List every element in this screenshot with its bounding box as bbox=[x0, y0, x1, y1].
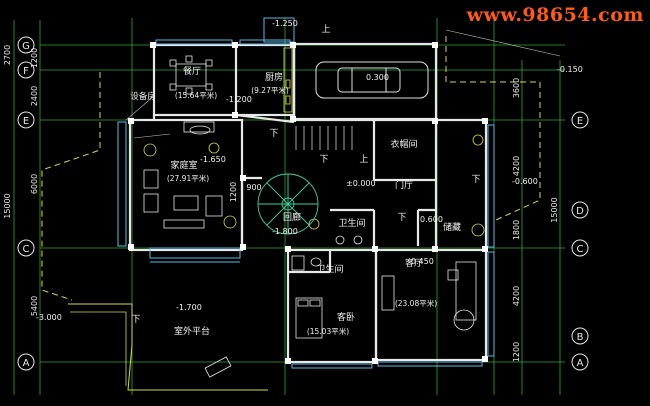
dim-900: 900 bbox=[246, 183, 261, 192]
grid-label-left-4: A bbox=[23, 358, 30, 369]
elev-center: ±0.000 bbox=[346, 179, 376, 188]
elev-corridor: -1.800 bbox=[272, 227, 298, 236]
dim-left-0: 2700 bbox=[3, 45, 12, 65]
mark-down-center: 下 bbox=[319, 155, 328, 165]
spiral-stair-icon bbox=[257, 173, 319, 235]
lamp-icon bbox=[189, 125, 211, 135]
dim-left-3: 6000 bbox=[30, 174, 39, 194]
mark-down-terrace: 下 bbox=[131, 315, 140, 325]
dim-1200: 1200 bbox=[229, 182, 238, 202]
room-corridor-name: 回廊 bbox=[283, 211, 301, 223]
room-dining-area: (15.64平米) bbox=[175, 90, 217, 100]
room-living-name: 客厅 bbox=[405, 257, 423, 269]
watermark: www.98654.com bbox=[466, 4, 644, 26]
mark-down-right: 下 bbox=[471, 175, 480, 185]
grid-bubbles-right bbox=[571, 111, 589, 371]
grid-label-right-4: A bbox=[577, 358, 584, 369]
room-family-area: (27.91平米) bbox=[167, 173, 209, 183]
room-dining-name: 餐厅 bbox=[183, 65, 201, 77]
mark-up-top: 上 bbox=[321, 24, 330, 35]
elev-living: -0.450 bbox=[408, 257, 434, 266]
room-family-name: 家庭室 bbox=[170, 159, 197, 171]
dim-left-1: 1200 bbox=[30, 48, 39, 68]
room-cloak-name: 衣帽间 bbox=[390, 138, 417, 150]
dim-right-total: 15000 bbox=[550, 197, 559, 222]
elev-dining-side: -1.200 bbox=[226, 95, 252, 104]
elev-right-top: -0.150 bbox=[557, 65, 583, 74]
elev-family: -1.650 bbox=[200, 155, 226, 164]
lounger-icon bbox=[204, 356, 232, 378]
dim-right-0: 3600 bbox=[512, 78, 521, 98]
terrace-rail bbox=[70, 311, 127, 386]
dim-left-4: 5400 bbox=[30, 296, 39, 316]
stair-icon bbox=[295, 126, 353, 150]
plant-icons bbox=[143, 134, 485, 237]
room-equipment-name: 设备房 bbox=[130, 91, 156, 102]
bath-fixtures bbox=[291, 235, 363, 271]
room-guest-bedroom-name: 客卧 bbox=[337, 311, 355, 323]
living-sofa-icon bbox=[381, 261, 477, 331]
grid-label-right-1: D bbox=[576, 206, 584, 217]
garage-car-icon bbox=[315, 61, 429, 99]
elev-right-mid: -0.600 bbox=[512, 177, 538, 186]
room-foyer-name: 门厅 bbox=[395, 179, 413, 191]
grid-label-left-0: G bbox=[22, 41, 30, 52]
room-storage-name: 储藏 bbox=[443, 221, 461, 233]
grid-label-left-2: E bbox=[23, 116, 29, 127]
bed-icon bbox=[295, 297, 323, 339]
kitchen-counter bbox=[283, 47, 293, 113]
site-boundary bbox=[41, 36, 541, 301]
mark-down-stair: 下 bbox=[269, 129, 278, 139]
dimension-lines bbox=[13, 20, 561, 395]
mark-down-foyer: 下 bbox=[397, 213, 406, 223]
walls bbox=[128, 42, 488, 364]
room-bath-upper-name: 卫生间 bbox=[338, 217, 365, 229]
grid-label-right-0: E bbox=[577, 116, 583, 127]
room-guest-bedroom-area: (15.03平米) bbox=[307, 326, 349, 336]
elev-terrace: -1.700 bbox=[176, 303, 202, 312]
window-details bbox=[117, 17, 495, 369]
dim-right-2: 1800 bbox=[512, 220, 521, 240]
room-kitchen-name: 厨房 bbox=[265, 71, 283, 83]
grid-label-left-1: F bbox=[23, 66, 29, 77]
elev-left-low: -3.000 bbox=[36, 313, 62, 322]
dining-table-icon bbox=[169, 55, 213, 95]
dim-left-total: 15000 bbox=[3, 193, 12, 218]
dim-right-4: 1200 bbox=[512, 342, 521, 362]
leader-lines bbox=[125, 29, 561, 139]
sofa-set-icon bbox=[143, 121, 223, 229]
elev-top: -1.250 bbox=[272, 19, 298, 28]
room-living-area: (23.08平米) bbox=[395, 298, 437, 308]
dim-right-3: 4200 bbox=[512, 286, 521, 306]
room-bath-lower-name: 卫生间 bbox=[316, 263, 343, 275]
dim-right-1: 4200 bbox=[512, 156, 521, 176]
dim-left-2: 2400 bbox=[30, 86, 39, 106]
grid-label-left-3: C bbox=[23, 244, 30, 255]
grid-bubbles-left bbox=[17, 36, 35, 371]
room-terrace-name: 室外平台 bbox=[174, 325, 210, 337]
terrace-boundary bbox=[68, 303, 268, 391]
columns bbox=[128, 42, 488, 364]
elev-garage: 0.300 bbox=[366, 73, 389, 82]
grid-label-right-3: B bbox=[577, 332, 584, 343]
mark-up-center: 上 bbox=[359, 154, 368, 165]
room-kitchen-area: (9.27平米) bbox=[251, 85, 289, 95]
grid-label-right-2: C bbox=[577, 244, 584, 255]
elev-step: 0.600 bbox=[420, 215, 443, 224]
